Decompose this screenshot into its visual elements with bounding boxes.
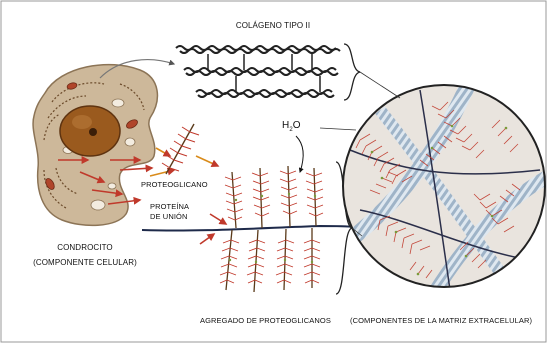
chondrocyte-label-line2: (COMPONENTE CELULAR): [20, 258, 150, 267]
link-protein-label-line1: PROTEÍNA: [150, 203, 189, 212]
proteoglycan-label: PROTEOGLICANO: [141, 181, 208, 190]
matrix-label: (COMPONENTES DE LA MATRIZ EXTRACELULAR): [350, 317, 532, 326]
link-protein-label-line2: DE UNIÓN: [150, 213, 187, 222]
collagen-label: COLÁGENO TIPO II: [218, 21, 328, 30]
nucleus: [60, 106, 120, 156]
water-label: H2O: [282, 120, 301, 134]
chondrocyte-label-line1: CONDROCITO: [20, 243, 150, 252]
aggregate-label: AGREGADO DE PROTEOGLICANOS: [200, 317, 331, 326]
